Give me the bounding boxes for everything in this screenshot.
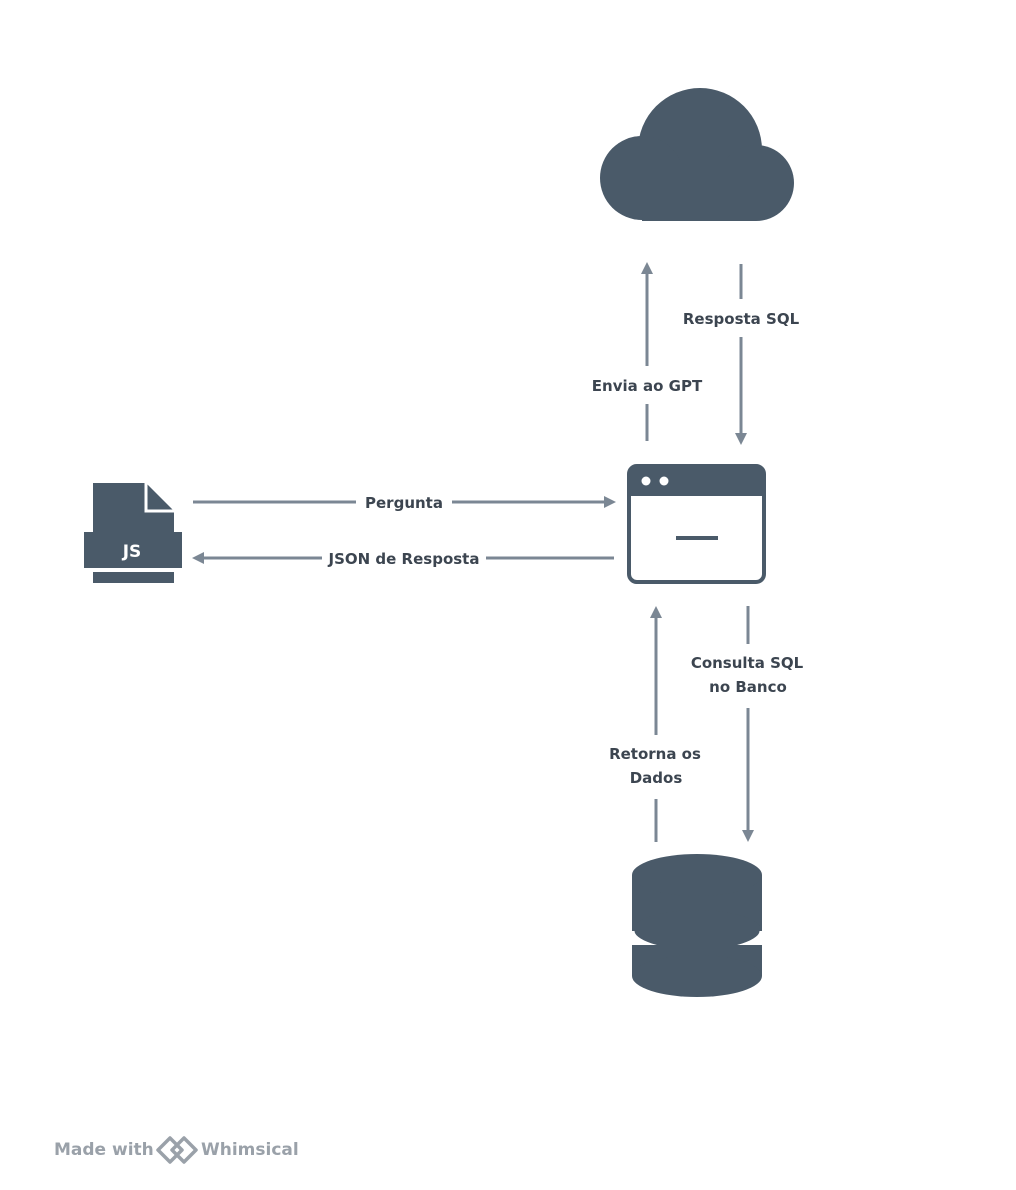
edge-json-resposta: JSON de Resposta bbox=[192, 544, 614, 572]
arrowhead-down-icon bbox=[735, 433, 747, 445]
edge-consulta-sql: Consulta SQL no Banco bbox=[683, 606, 813, 842]
edge-label-pergunta: Pergunta bbox=[365, 494, 443, 512]
arrowhead-left-icon bbox=[192, 552, 204, 564]
database-icon bbox=[629, 854, 765, 997]
edge-retorna-dados: Retorna os Dados bbox=[600, 606, 712, 842]
js-file-icon: JS bbox=[84, 483, 182, 583]
cloud-icon bbox=[600, 88, 794, 221]
browser-window-icon bbox=[627, 464, 766, 584]
edge-label-envia-gpt: Envia ao GPT bbox=[592, 377, 703, 395]
edge-resposta-sql: Resposta SQL bbox=[676, 264, 806, 445]
edge-label-retorna-dados-line2: Dados bbox=[630, 769, 683, 787]
edge-label-resposta-sql: Resposta SQL bbox=[683, 310, 800, 328]
arrowhead-up-icon bbox=[641, 262, 653, 274]
edge-pergunta: Pergunta bbox=[193, 488, 616, 516]
edge-label-consulta-sql-line1: Consulta SQL bbox=[691, 654, 804, 672]
made-with-whimsical-watermark[interactable]: Made with Whimsical bbox=[54, 1136, 299, 1164]
watermark-prefix: Made with bbox=[54, 1140, 154, 1160]
watermark-brand: Whimsical bbox=[201, 1140, 299, 1160]
window-dot-icon bbox=[641, 476, 651, 486]
edge-envia-gpt: Envia ao GPT bbox=[584, 262, 710, 441]
arrowhead-right-icon bbox=[604, 496, 616, 508]
window-dot-icon bbox=[659, 476, 669, 486]
edge-label-json-resposta: JSON de Resposta bbox=[328, 550, 480, 568]
minus-icon bbox=[676, 536, 718, 540]
whimsical-logo-icon bbox=[156, 1136, 198, 1164]
js-file-badge: JS bbox=[122, 542, 142, 562]
arrowhead-up-icon bbox=[650, 606, 662, 618]
edge-label-retorna-dados-line1: Retorna os bbox=[609, 745, 701, 763]
arrowhead-down-icon bbox=[742, 830, 754, 842]
edge-label-consulta-sql-line2: no Banco bbox=[709, 678, 787, 696]
